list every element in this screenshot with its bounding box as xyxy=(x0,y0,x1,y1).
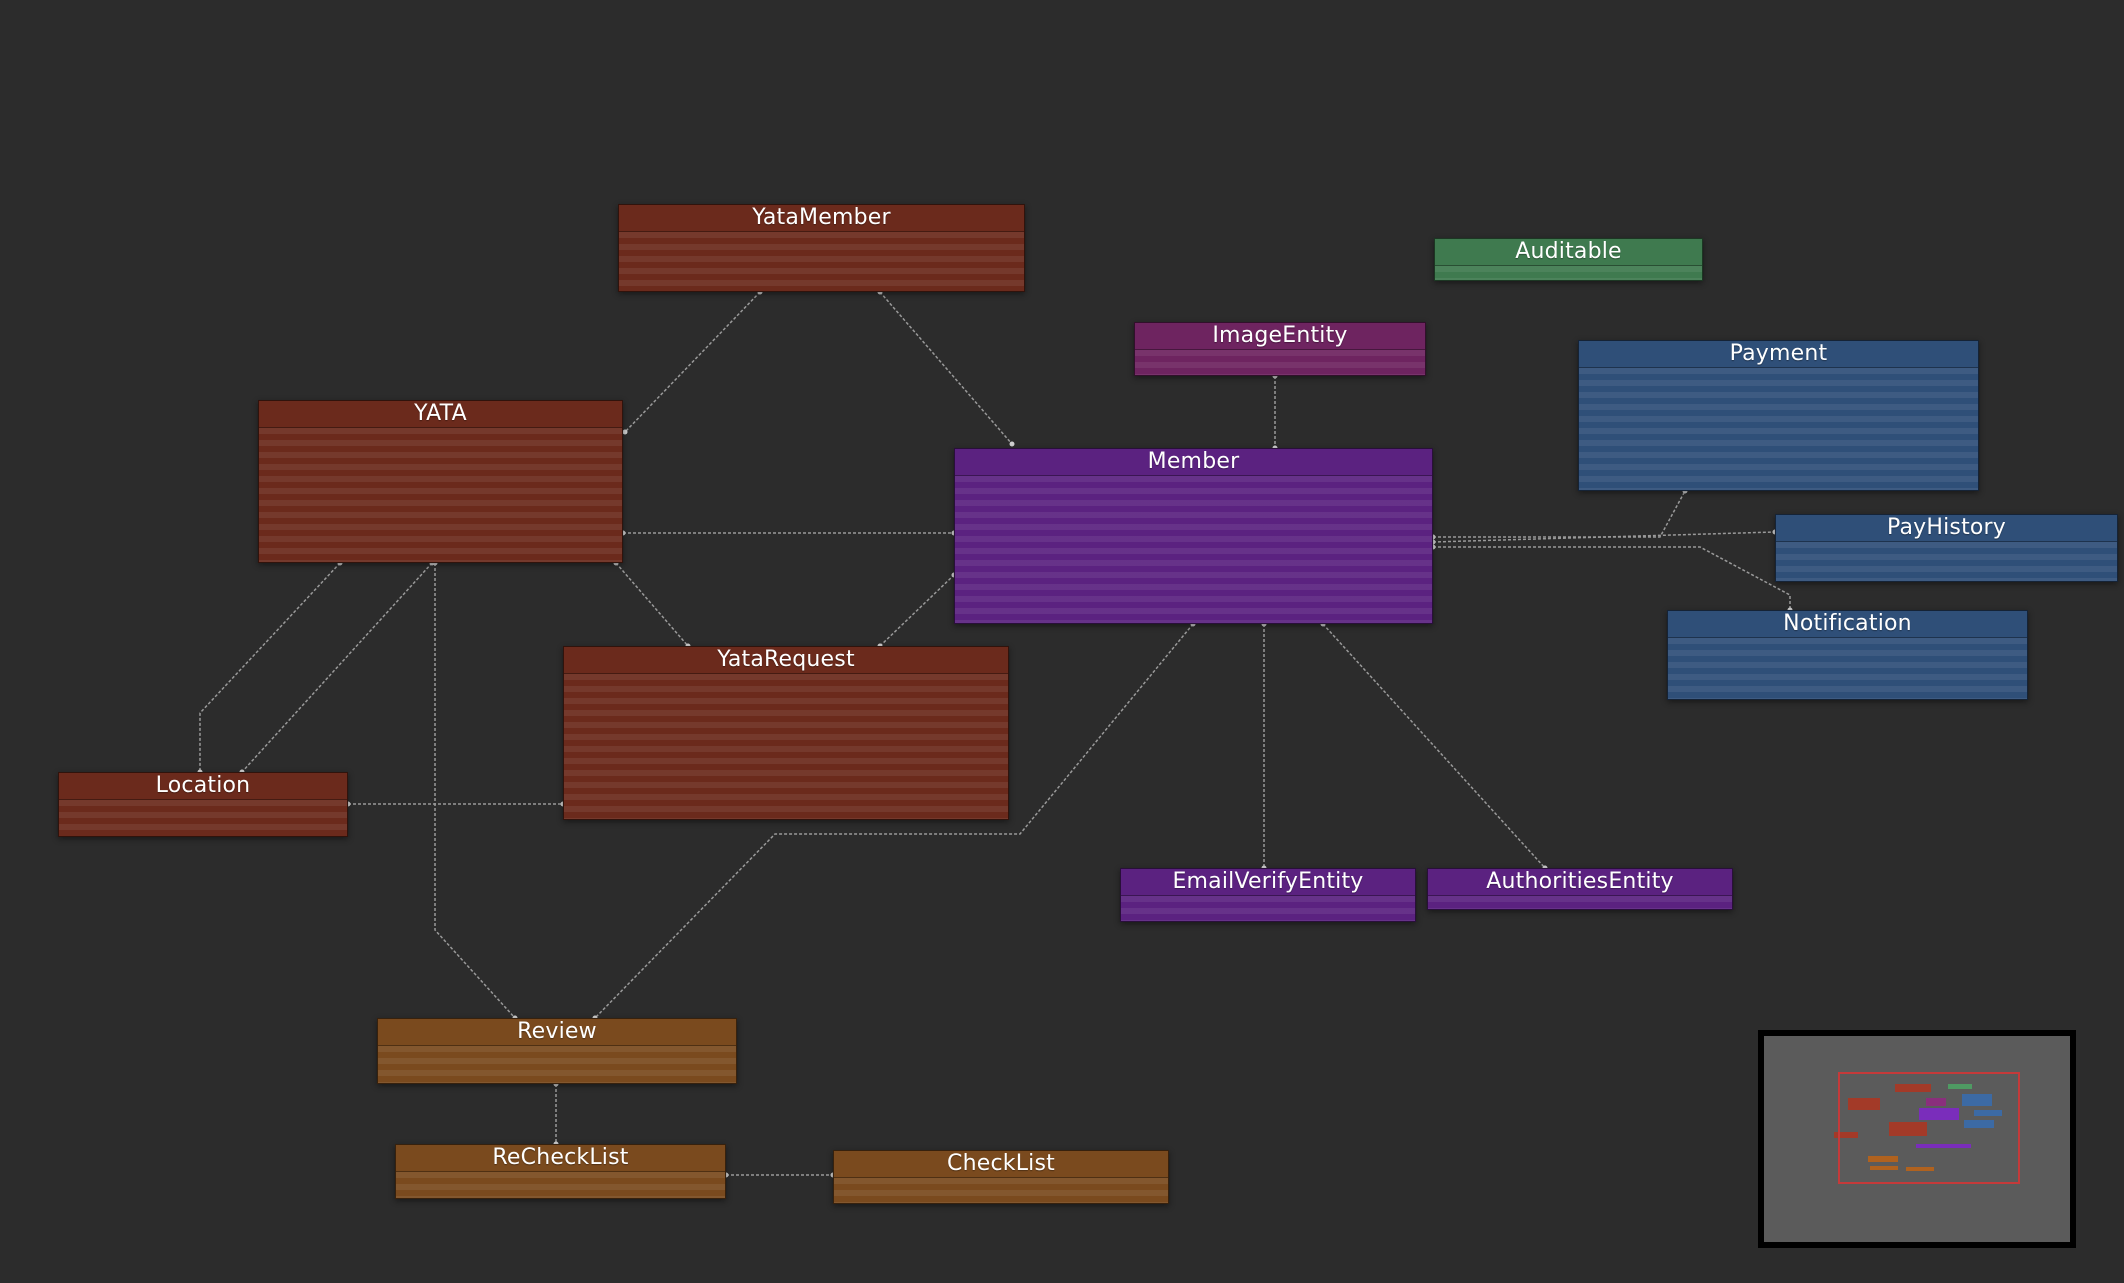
entity-header[interactable]: PayHistory xyxy=(1776,515,2117,542)
entity-fields xyxy=(396,1172,725,1198)
minimap-entity xyxy=(1868,1156,1898,1162)
entity-header[interactable]: Member xyxy=(955,449,1432,476)
entity-yatarequest[interactable]: YataRequest xyxy=(563,646,1009,820)
entity-title: YataMember xyxy=(752,205,891,230)
entity-fields xyxy=(1435,266,1702,280)
relation-endpoint xyxy=(1009,441,1015,447)
entity-fields xyxy=(1135,350,1425,375)
minimap[interactable] xyxy=(1758,1030,2076,1248)
entity-yatamember[interactable]: YataMember xyxy=(618,204,1025,292)
relation-link-yata-yatarequest[interactable] xyxy=(615,562,689,647)
minimap-viewport[interactable] xyxy=(1838,1072,2020,1184)
relation-link-yata-review[interactable] xyxy=(434,563,516,1019)
minimap-entity xyxy=(1962,1094,1992,1106)
minimap-entity xyxy=(1974,1110,2002,1116)
relation-link-yatamember-yata[interactable] xyxy=(624,291,761,433)
entity-title: EmailVerifyEntity xyxy=(1172,869,1364,894)
entity-header[interactable]: Auditable xyxy=(1435,239,1702,266)
entity-title: Location xyxy=(155,773,251,798)
entity-auditable[interactable]: Auditable xyxy=(1434,238,1703,281)
entity-title: YATA xyxy=(414,401,467,426)
minimap-entity xyxy=(1948,1084,1972,1089)
relation-link-member-authoritiesentity[interactable] xyxy=(1322,623,1546,869)
entity-authoritiesentity[interactable]: AuthoritiesEntity xyxy=(1427,868,1733,910)
entity-title: ReCheckList xyxy=(492,1145,629,1170)
entity-title: CheckList xyxy=(947,1151,1055,1176)
entity-title: ImageEntity xyxy=(1212,323,1348,348)
entity-title: PayHistory xyxy=(1886,515,2007,540)
entity-fields xyxy=(378,1046,736,1083)
relation-link-member-payment[interactable] xyxy=(1433,490,1686,538)
entity-review[interactable]: Review xyxy=(377,1018,737,1084)
entity-header[interactable]: EmailVerifyEntity xyxy=(1121,869,1415,896)
entity-rechecklist[interactable]: ReCheckList xyxy=(395,1144,726,1199)
entity-title: Review xyxy=(517,1019,597,1044)
relation-link-yatarequest-member[interactable] xyxy=(879,574,955,647)
entity-imageentity[interactable]: ImageEntity xyxy=(1134,322,1426,376)
entity-payment[interactable]: Payment xyxy=(1578,340,1979,491)
entity-fields xyxy=(1776,542,2117,581)
entity-title: Notification xyxy=(1783,611,1912,636)
entity-payhistory[interactable]: PayHistory xyxy=(1775,514,2118,582)
relation-endpoint xyxy=(622,429,628,435)
relation-link-member-notification[interactable] xyxy=(1433,546,1791,610)
entity-fields xyxy=(834,1178,1168,1203)
entity-header[interactable]: Review xyxy=(378,1019,736,1046)
entity-fields xyxy=(955,476,1432,623)
entity-header[interactable]: AuthoritiesEntity xyxy=(1428,869,1732,896)
entity-title: Payment xyxy=(1729,341,1828,366)
entity-header[interactable]: CheckList xyxy=(834,1151,1168,1178)
minimap-entity xyxy=(1848,1098,1880,1110)
minimap-entity xyxy=(1926,1098,1946,1106)
minimap-canvas[interactable] xyxy=(1764,1036,2070,1242)
minimap-entity xyxy=(1889,1122,1927,1136)
entity-title: Member xyxy=(1147,449,1240,474)
relation-link-yatamember-member[interactable] xyxy=(879,291,1013,445)
entity-member[interactable]: Member xyxy=(954,448,1433,624)
entity-title: YataRequest xyxy=(717,647,855,672)
relation-link-yata-location[interactable] xyxy=(199,562,341,772)
entity-yata[interactable]: YATA xyxy=(258,400,623,563)
entity-fields xyxy=(259,428,622,562)
entity-fields xyxy=(1579,368,1978,490)
entity-location[interactable]: Location xyxy=(58,772,348,837)
entity-header[interactable]: Location xyxy=(59,773,347,800)
entity-title: AuthoritiesEntity xyxy=(1486,869,1674,894)
entity-header[interactable]: ReCheckList xyxy=(396,1145,725,1172)
entity-header[interactable]: Payment xyxy=(1579,341,1978,368)
entity-fields xyxy=(1121,896,1415,921)
relation-link-member-review[interactable] xyxy=(594,623,1194,1019)
entity-checklist[interactable]: CheckList xyxy=(833,1150,1169,1204)
entity-title: Auditable xyxy=(1515,239,1622,264)
minimap-entity xyxy=(1895,1084,1931,1092)
minimap-entity xyxy=(1964,1120,1994,1128)
entity-header[interactable]: Notification xyxy=(1668,611,2027,638)
entity-fields xyxy=(59,800,347,836)
entity-header[interactable]: YATA xyxy=(259,401,622,428)
minimap-entity xyxy=(1870,1166,1898,1170)
entity-fields xyxy=(564,674,1008,819)
entity-header[interactable]: ImageEntity xyxy=(1135,323,1425,350)
entity-emailverifyentity[interactable]: EmailVerifyEntity xyxy=(1120,868,1416,922)
minimap-entity xyxy=(1919,1108,1959,1120)
entity-fields xyxy=(619,232,1024,291)
minimap-entity xyxy=(1906,1167,1934,1171)
relation-link-member-payhistory[interactable] xyxy=(1432,531,1776,543)
minimap-entity xyxy=(1916,1144,1971,1148)
entity-header[interactable]: YataMember xyxy=(619,205,1024,232)
entity-fields xyxy=(1668,638,2027,699)
entity-notification[interactable]: Notification xyxy=(1667,610,2028,700)
entity-header[interactable]: YataRequest xyxy=(564,647,1008,674)
relation-link-yata-location2[interactable] xyxy=(241,562,433,773)
entity-fields xyxy=(1428,896,1732,909)
minimap-entity xyxy=(1834,1132,1858,1138)
